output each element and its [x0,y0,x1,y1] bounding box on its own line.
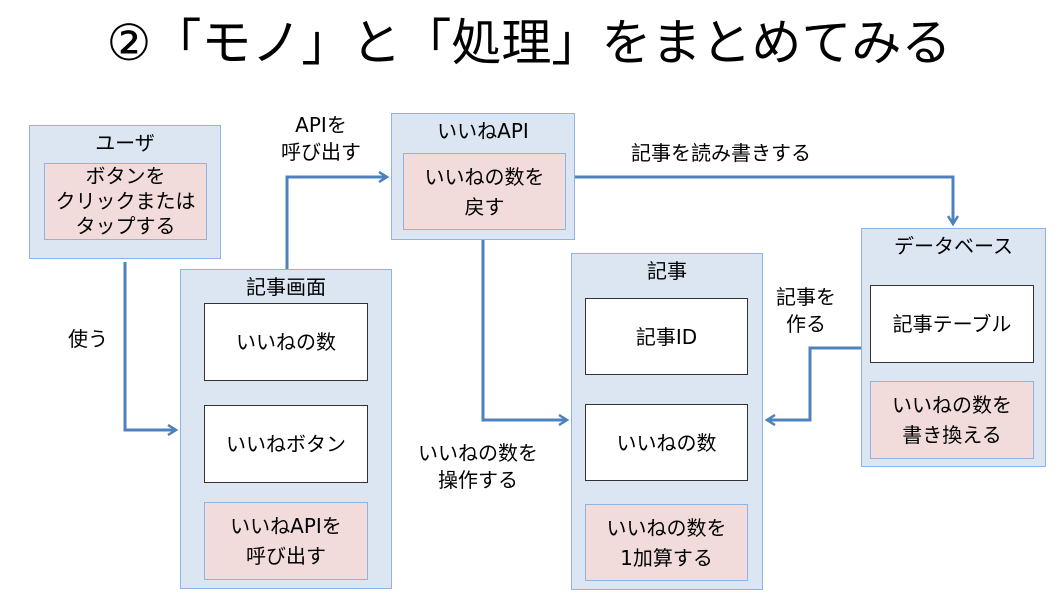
article-screen-label: 記事画面 [246,275,326,299]
arrow-user-to-screen [123,262,176,430]
screen-call-api-line-1: いいねAPIを [230,514,342,538]
article-label: 記事 [647,259,687,283]
article-like-count-box: いいねの数 [585,404,748,481]
article-add-one-line-2: 1加算する [620,545,713,570]
user-group: ユーザ ボタンを クリックまたは タップする [29,125,221,259]
arrow-database-to-article [767,346,861,420]
article-add-one-line-1: いいねの数を [606,515,727,540]
user-action-box: ボタンを クリックまたは タップする [44,163,207,240]
api-return-box: いいねの数を 戻す [403,153,566,230]
edge-label-operate: いいねの数を 操作する [418,440,538,494]
user-action-line-3: タップする [75,214,176,238]
like-button-text: いいねボタン [226,432,346,456]
db-rewrite-line-1: いいねの数を [892,393,1012,417]
screen-call-api-box: いいねAPIを 呼び出す [204,502,368,580]
database-label: データベース [894,234,1013,258]
screen-like-count-box: いいねの数 [204,303,368,381]
user-label: ユーザ [95,131,155,155]
api-return-line-2: 戻す [464,194,505,219]
article-like-count-text: いいねの数 [616,430,717,455]
article-table-text: 記事テーブル [892,312,1012,336]
like-button-box: いいねボタン [204,405,368,483]
edge-label-call-api-line-1: APIを [295,113,347,137]
edge-label-use: 使う [68,327,108,351]
article-id-text: 記事ID [635,324,698,349]
article-group: 記事 記事ID いいねの数 いいねの数を 1加算する [571,253,763,590]
edge-label-call-api: APIを 呼び出す [281,112,361,166]
like-api-group: いいねAPI いいねの数を 戻す [391,113,575,240]
arrow-api-to-database [575,175,953,224]
database-group: データベース 記事テーブル いいねの数を 書き換える [861,228,1046,467]
user-action-line-1: ボタンを [85,164,166,188]
edge-label-create-line-1: 記事を [776,285,836,309]
article-id-box: 記事ID [585,298,748,375]
screen-call-api-line-2: 呼び出す [246,544,326,568]
api-return-line-1: いいねの数を [424,164,545,189]
edge-label-create: 記事を 作る [776,284,836,338]
db-rewrite-line-2: 書き換える [902,423,1002,447]
arrow-screen-to-api [285,177,387,269]
arrow-api-to-article [481,240,567,420]
slide-title: ②「モノ」と「処理」をまとめてみる [106,14,952,72]
like-api-label: いいねAPI [437,119,529,143]
article-table-box: 記事テーブル [870,285,1034,363]
article-screen-group: 記事画面 いいねの数 いいねボタン いいねAPIを 呼び出す [180,269,392,589]
user-action-line-2: クリックまたは [55,189,196,213]
screen-like-count-text: いいねの数 [236,330,336,354]
db-rewrite-box: いいねの数を 書き換える [870,381,1034,459]
edge-label-read-write: 記事を読み書きする [631,141,811,165]
article-add-one-box: いいねの数を 1加算する [585,504,748,581]
edge-label-create-line-2: 作る [786,312,826,336]
edge-label-call-api-line-2: 呼び出す [281,140,361,164]
edge-label-operate-line-2: 操作する [438,468,518,492]
edge-label-operate-line-1: いいねの数を [418,441,538,465]
